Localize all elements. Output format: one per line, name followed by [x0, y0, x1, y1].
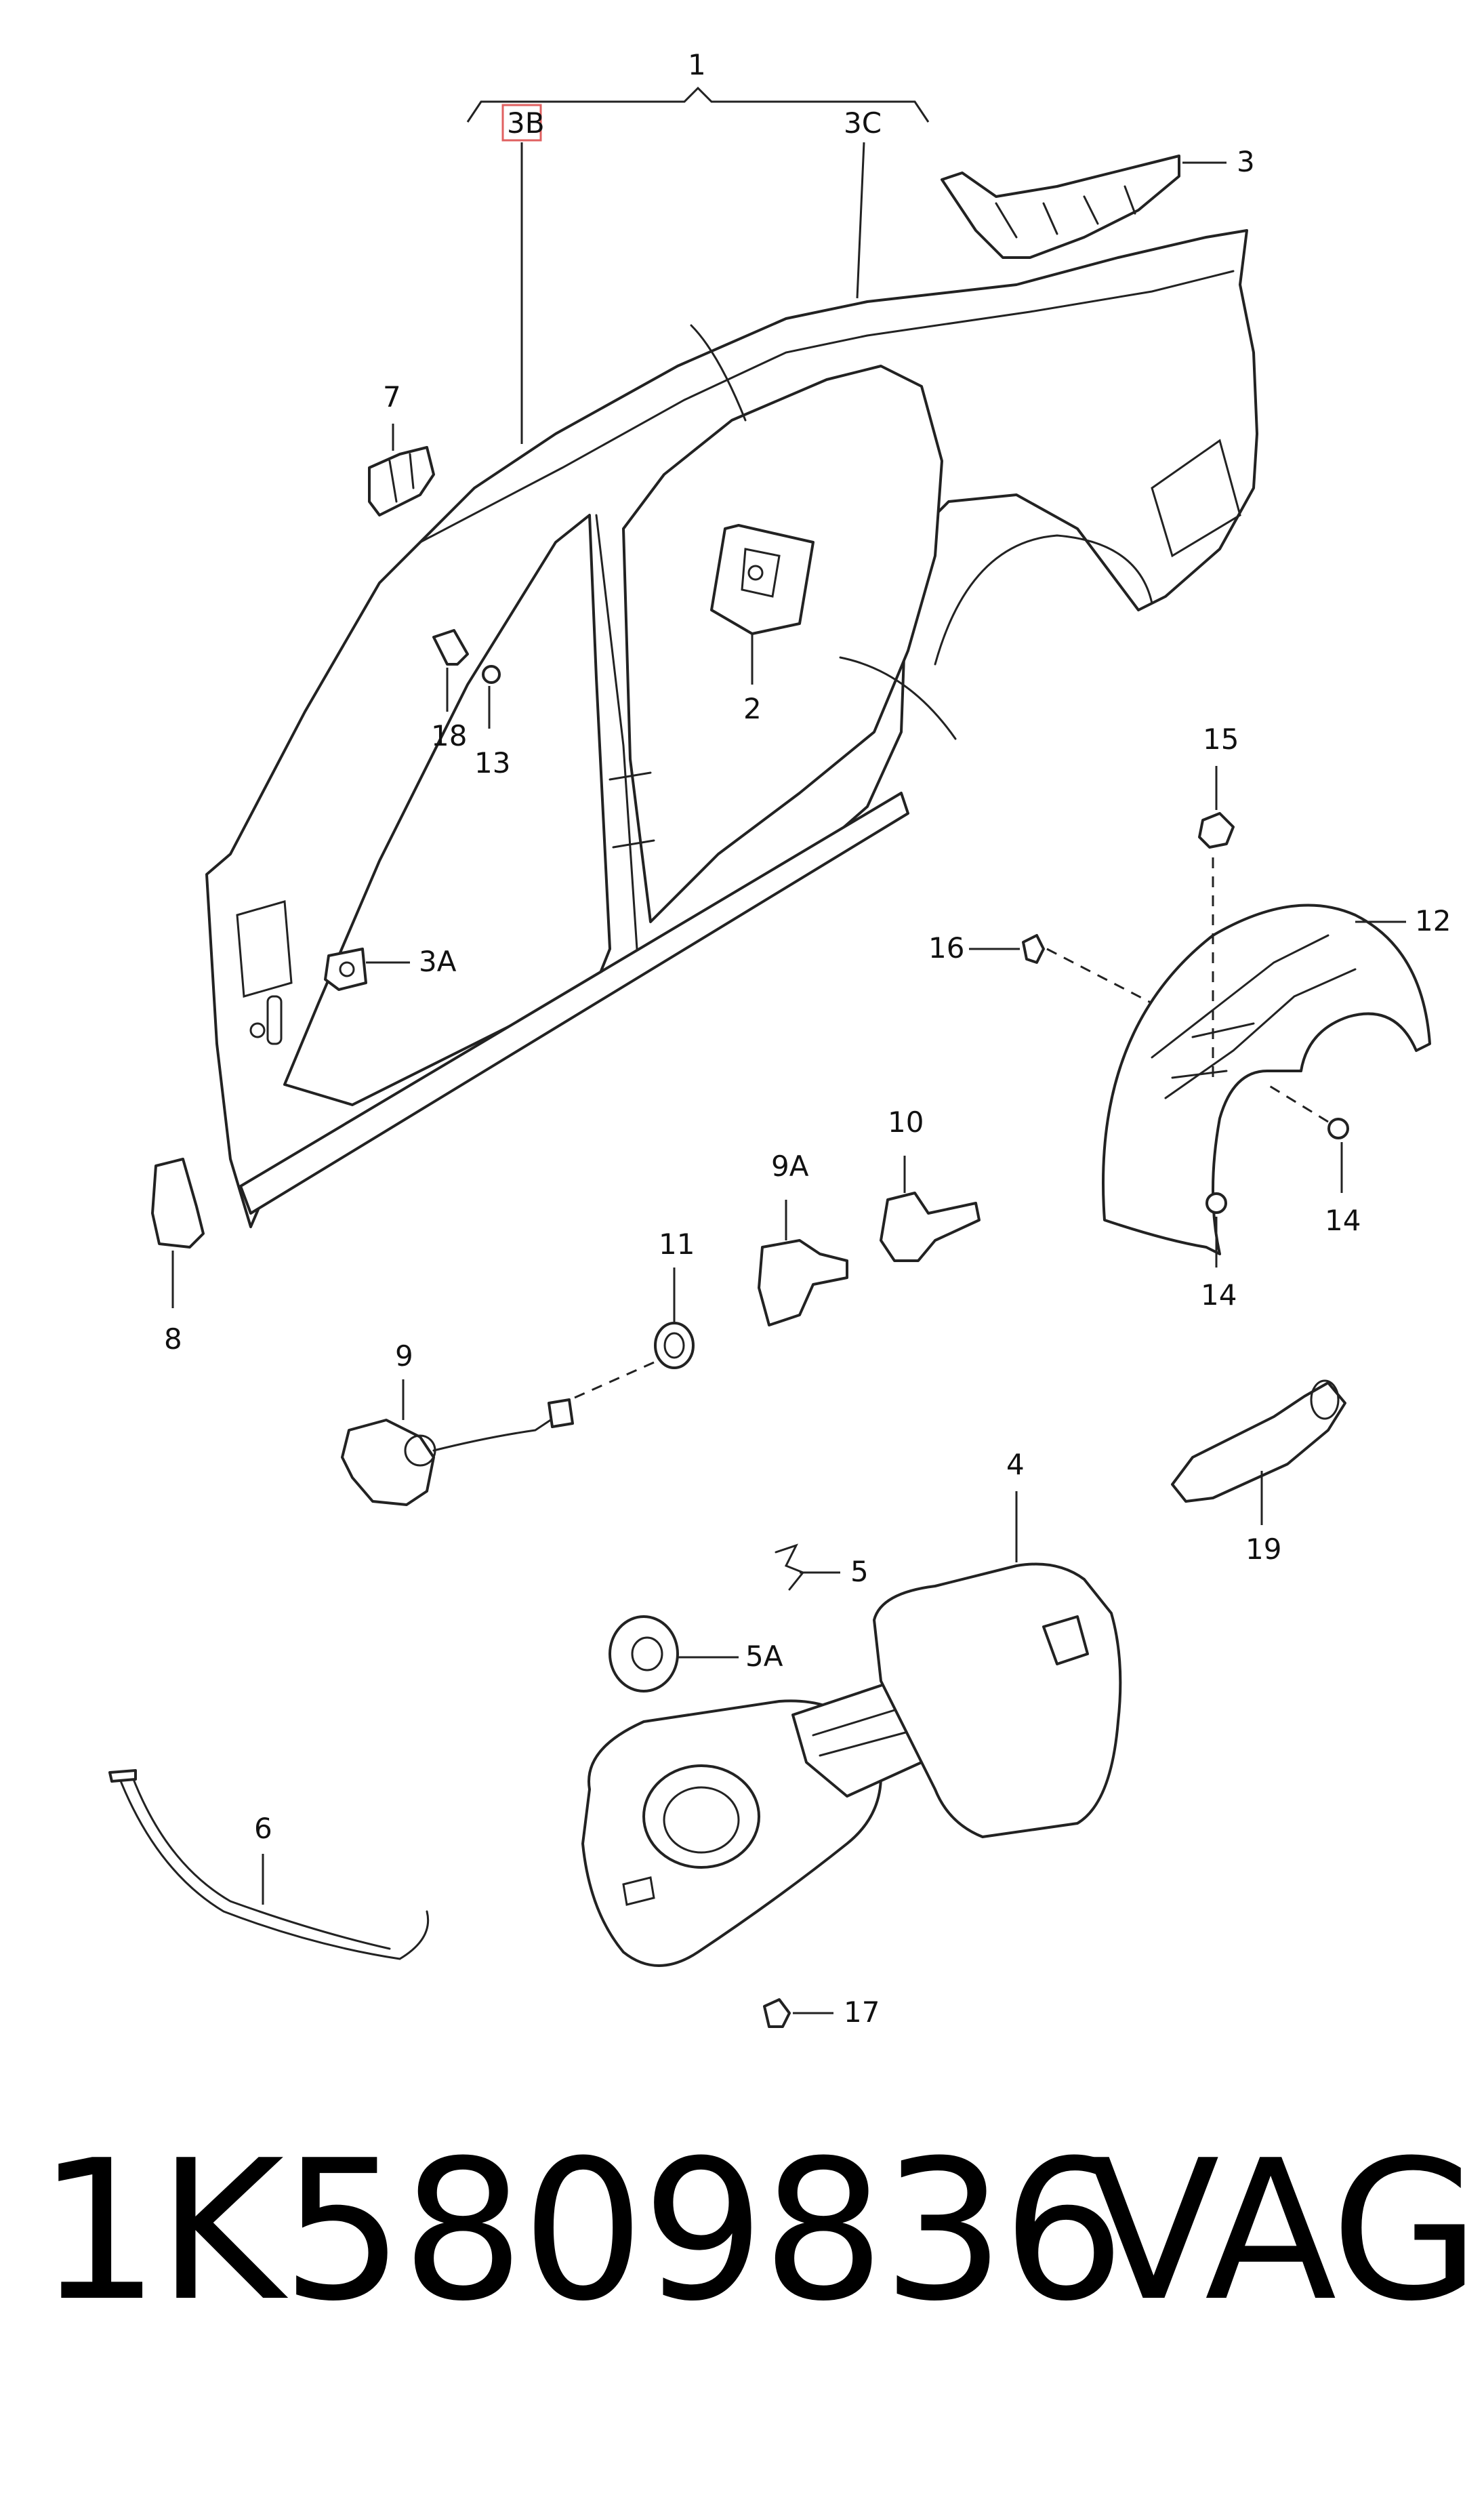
part-7: 7 [368, 380, 435, 516]
part-5: 5 [775, 1543, 869, 1591]
callout-3b-highlight-box [501, 104, 542, 142]
part-3a: 3A [324, 945, 457, 991]
part-16: 16 [928, 931, 1045, 965]
part-3: 3 [941, 145, 1255, 259]
part-17: 17 [763, 1995, 880, 2029]
callout-14-bottom: 14 [1201, 1278, 1237, 1312]
part-14-right: 14 [1266, 1083, 1361, 1237]
part-12: 12 [1046, 857, 1451, 1255]
callout-4: 4 [1006, 1448, 1025, 1481]
part-6: 6 [108, 1769, 430, 1960]
callout-18: 18 [431, 719, 467, 752]
callout-1-bracket: 1 [466, 48, 930, 123]
part-15: 15 [1198, 723, 1239, 849]
brand-label: VAG [1088, 2119, 1481, 2344]
callout-1: 1 [688, 48, 706, 81]
callout-5a: 5A [745, 1640, 783, 1673]
callout-16: 16 [928, 931, 964, 965]
callout-10: 10 [888, 1106, 924, 1139]
side-panel [205, 229, 1258, 1228]
part-2: 2 [710, 524, 815, 725]
callout-6: 6 [254, 1812, 272, 1845]
callout-14-right: 14 [1325, 1204, 1361, 1237]
callout-3b: 3B [501, 104, 545, 444]
part-8: 8 [151, 1158, 205, 1356]
callout-13: 13 [474, 746, 510, 779]
callout-15: 15 [1203, 723, 1239, 756]
callout-3a: 3A [419, 945, 457, 978]
part-13: 13 [474, 665, 510, 779]
svg-text:3C: 3C [844, 106, 882, 140]
callout-11: 11 [659, 1228, 695, 1261]
part-10: 10 [880, 1106, 981, 1262]
callout-8: 8 [164, 1322, 182, 1356]
part-9: 9 [341, 1339, 574, 1506]
part-18: 18 [431, 629, 469, 752]
callout-5: 5 [850, 1555, 869, 1588]
part-5a: 5A [609, 1615, 783, 1693]
part-14-bottom: 14 [1201, 1192, 1237, 1312]
callout-19: 19 [1245, 1533, 1281, 1566]
callout-7: 7 [383, 380, 401, 413]
part-11: 11 [562, 1228, 695, 1404]
part-9a: 9A [758, 1150, 848, 1326]
part-4: 4 [581, 1448, 1122, 1967]
part-19: 19 [1171, 1379, 1346, 1566]
svg-text:3B: 3B [507, 106, 545, 140]
callout-2: 2 [743, 692, 762, 725]
callout-17: 17 [844, 1995, 880, 2029]
callout-9a: 9A [771, 1150, 809, 1183]
callout-12: 12 [1415, 904, 1451, 937]
callout-3c: 3C [844, 106, 882, 299]
callout-3: 3 [1237, 145, 1255, 178]
callout-9: 9 [395, 1339, 413, 1373]
part-number-label: 1K5809836 [37, 2119, 1125, 2344]
